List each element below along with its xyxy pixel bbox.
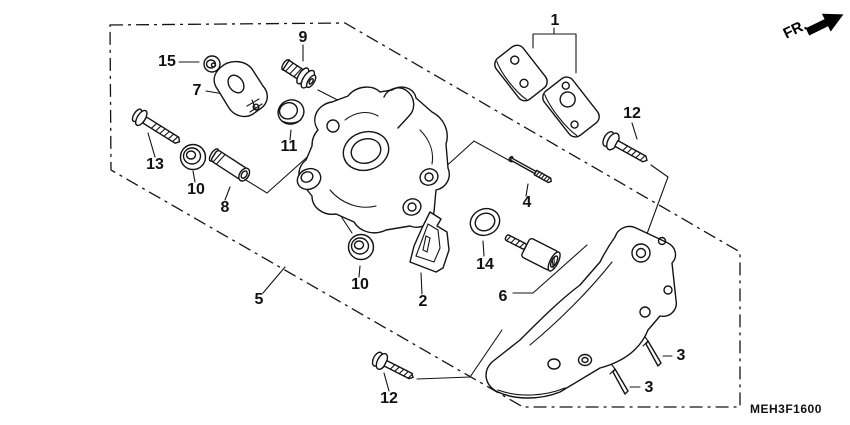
callout-3b: 3 <box>644 379 654 396</box>
caliper-bracket-drawing <box>485 225 677 399</box>
fr-direction-arrow <box>805 13 844 36</box>
callout-6: 6 <box>498 288 508 305</box>
clip-3-lower-drawing <box>609 364 629 395</box>
callout-4: 4 <box>522 194 532 211</box>
callout-12a: 12 <box>623 105 641 122</box>
slider-pin-bolt-drawing <box>504 234 561 272</box>
callout-9: 9 <box>298 29 308 46</box>
pin-4-drawing <box>508 155 552 184</box>
retainer-2-drawing <box>409 211 450 273</box>
leader-lines <box>147 27 673 392</box>
callout-13: 13 <box>146 156 164 173</box>
callout-14: 14 <box>476 256 494 273</box>
callout-5: 5 <box>254 291 264 308</box>
nut-10-lower-drawing <box>347 233 375 261</box>
callout-12b: 12 <box>380 390 398 407</box>
callout-7: 7 <box>192 82 202 99</box>
oring-14-drawing <box>469 207 501 237</box>
callout-15: 15 <box>158 53 176 70</box>
arm-lever-drawing <box>213 60 268 118</box>
callout-11: 11 <box>280 138 298 155</box>
sleeve-8-drawing <box>208 148 251 182</box>
callout-8: 8 <box>220 199 230 216</box>
bolt-12-bottom-drawing <box>371 351 414 380</box>
nut-15-drawing <box>203 55 221 73</box>
callout-10a: 10 <box>187 181 205 198</box>
callout-1: 1 <box>550 12 560 29</box>
brake-pad-inner-drawing <box>542 76 600 138</box>
bolt-13-drawing <box>131 108 181 144</box>
figure-code: MEH3F1600 <box>750 402 822 416</box>
callout-3a: 3 <box>676 347 686 364</box>
bolt-12-top-drawing <box>602 131 648 163</box>
clip-3-upper-drawing <box>642 336 662 367</box>
collar-11-drawing <box>277 99 305 125</box>
assembly-boundary-outline <box>109 22 741 408</box>
caliper-body-drawing <box>296 86 450 234</box>
brake-pad-outer-drawing <box>494 44 548 102</box>
callout-2: 2 <box>418 293 428 310</box>
callout-10b: 10 <box>351 276 369 293</box>
nut-10-upper-drawing <box>179 143 207 171</box>
bolt-9-drawing <box>281 59 317 89</box>
